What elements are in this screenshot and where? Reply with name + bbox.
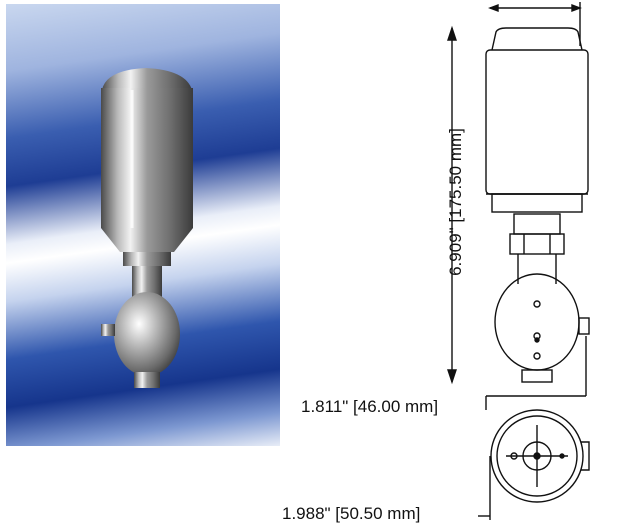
rotating-head [494,273,580,371]
height-dimension-label: 6.909" [175.50 mm] [446,128,465,276]
tank-cleaning-nozzle-image [101,68,193,388]
housing-base [491,193,583,213]
housing-cap [491,27,583,51]
coupling [513,213,561,235]
technical-drawing [300,0,619,527]
housing-body [485,49,589,195]
product-photo [6,4,280,446]
bottom-port [521,369,553,383]
bottom-view-outer [490,409,584,503]
neck [517,254,557,284]
bottom-view-inner [496,415,578,497]
diameter-dimension-label: 1.988" [50.50 mm] [282,504,421,523]
width-dimension-label: 1.811" [46.00 mm] [301,397,439,416]
hex-nut [509,233,565,255]
nozzle-outline-drawing [447,2,590,520]
